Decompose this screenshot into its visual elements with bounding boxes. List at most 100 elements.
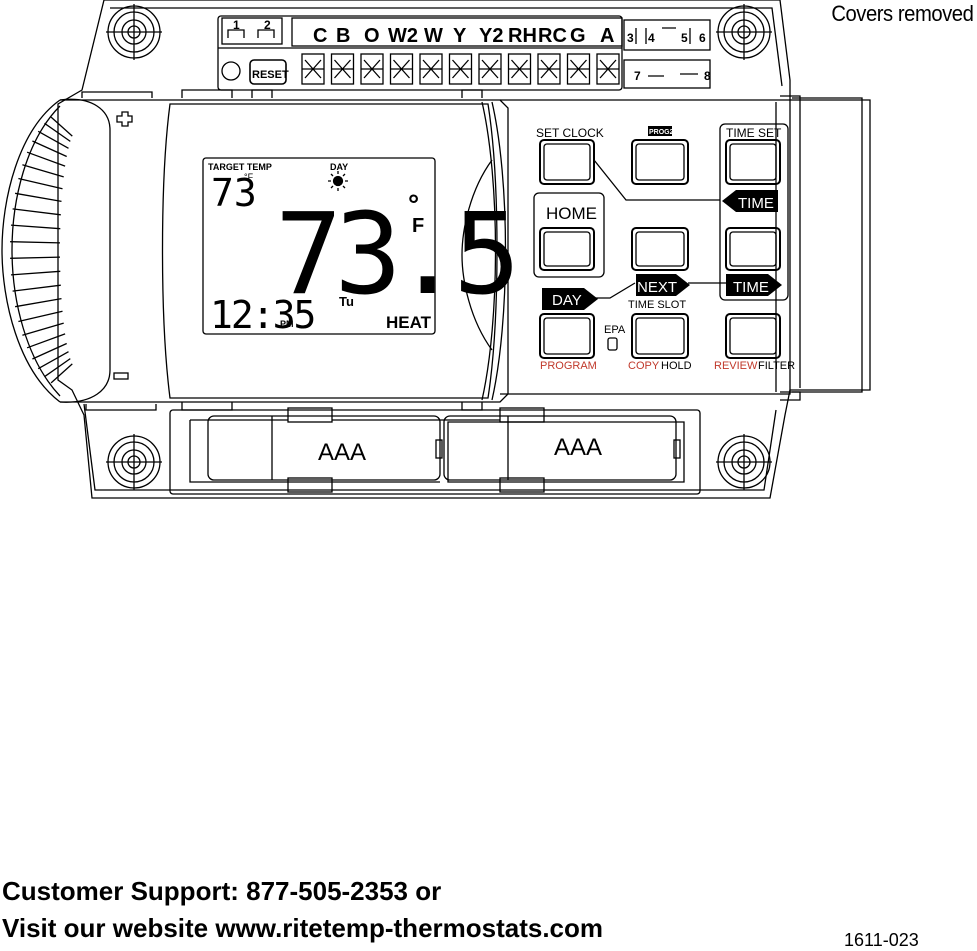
jumper-label: 6 — [699, 31, 706, 45]
terminal-label: W2 — [388, 25, 418, 47]
dial-rib — [44, 122, 71, 142]
reset-label: RESET — [252, 69, 289, 81]
plus-icon — [116, 111, 133, 127]
dial-rib — [18, 310, 63, 323]
mount-hole-bl — [106, 434, 162, 490]
time-forward-button[interactable] — [725, 227, 781, 271]
next-arrow — [636, 274, 690, 296]
screw-terminal — [448, 53, 473, 85]
battery-2 — [443, 415, 681, 481]
jumper-label: 1 — [233, 18, 240, 32]
lcd-bezel — [161, 103, 498, 399]
dial-rib — [37, 130, 69, 149]
target-temp-unit: °F — [244, 172, 254, 182]
current-temperature: 73.5 — [275, 190, 513, 320]
next-label: NEXT — [637, 279, 677, 296]
jumper-label: 5 — [681, 31, 688, 45]
dial-rib — [22, 164, 64, 178]
home-button[interactable] — [539, 227, 595, 271]
terminal-label: Y2 — [479, 25, 503, 47]
battery-1-label: AAA — [318, 439, 366, 466]
screw-terminal — [330, 53, 355, 85]
screw-terminal — [566, 53, 591, 85]
time-forward-arrow — [726, 274, 782, 296]
dial-rib — [22, 322, 64, 336]
terminal-label: B — [336, 25, 350, 47]
dial-rib — [26, 333, 66, 349]
battery-1 — [207, 415, 443, 481]
mount-hole-br — [716, 434, 772, 490]
time-slot-label: TIME SLOT — [628, 299, 686, 311]
terminal-label: G — [570, 25, 586, 47]
jumper-label: 7 — [634, 69, 641, 83]
lcd-screen — [202, 157, 436, 335]
covers-removed-note: Covers removed — [830, 1, 974, 26]
dial-rib — [18, 177, 63, 190]
minus-icon — [113, 372, 129, 380]
review-filter-button[interactable] — [725, 313, 781, 359]
set-clock-button[interactable] — [539, 139, 595, 185]
program-button[interactable] — [539, 313, 595, 359]
screw-terminal — [389, 53, 414, 85]
day-label-button: DAY — [552, 292, 582, 309]
customer-support-line: Customer Support: 877-505-2353 or — [2, 876, 442, 906]
prog2-button[interactable] — [631, 139, 689, 185]
system-mode: HEAT — [386, 313, 432, 332]
dial-rib — [32, 342, 67, 360]
terminal-label: W — [424, 25, 443, 47]
terminal-label: Y — [453, 25, 467, 47]
day-label: DAY — [330, 162, 348, 172]
home-frame — [533, 192, 605, 278]
mount-hole-tr — [716, 4, 772, 60]
terminal-block — [217, 15, 623, 91]
set-clock-label: SET CLOCK — [536, 126, 604, 140]
sun-icon — [328, 171, 348, 191]
target-temp-label: TARGET TEMP — [208, 162, 272, 172]
weekday: Tu — [339, 294, 354, 309]
next-button[interactable] — [631, 227, 689, 271]
screw-terminal — [419, 53, 443, 85]
home-label: HOME — [546, 204, 597, 223]
dial-ribs — [10, 116, 73, 384]
reset-button[interactable] — [249, 59, 287, 85]
epa-indicator — [607, 337, 618, 351]
screw-terminal — [360, 53, 384, 85]
review-label: REVIEW — [714, 360, 758, 372]
jumper-label: 2 — [264, 18, 271, 32]
button-panel — [500, 99, 791, 395]
jumper-label: 8 — [704, 69, 711, 83]
copy-label: COPY — [628, 360, 660, 372]
dial-rib — [12, 284, 61, 292]
dial-rib — [14, 297, 62, 308]
hold-label: HOLD — [661, 360, 692, 372]
time-back-label: TIME — [738, 195, 774, 212]
dial-rib — [37, 351, 69, 370]
epa-label: EPA — [604, 324, 626, 336]
dial-rib — [10, 256, 61, 259]
thermostat-housing — [60, 99, 509, 403]
prog2-label: PROG2 — [649, 129, 674, 136]
program-label: PROGRAM — [540, 360, 597, 372]
terminal-label: A — [600, 25, 614, 47]
dial-rib — [32, 140, 67, 158]
screw-terminal — [301, 53, 325, 85]
target-temp-value: 73 — [211, 171, 257, 215]
jumper-label: 4 — [648, 31, 655, 45]
current-temp-unit: F — [412, 215, 424, 237]
time-set-label: TIME SET — [726, 126, 782, 140]
dial-rib — [10, 270, 61, 276]
left-dial — [1, 99, 61, 403]
website-line: Visit our website www.ritetemp-thermosta… — [2, 913, 604, 943]
dial-rib — [10, 241, 61, 244]
jumper-label: 3 — [627, 31, 634, 45]
screw-terminal — [537, 53, 561, 85]
copy-hold-button[interactable] — [631, 313, 689, 359]
time-set-button[interactable] — [725, 139, 781, 185]
part-number: 1611-023 — [844, 930, 919, 950]
mount-hole-tl — [106, 4, 162, 60]
dial-rib — [44, 358, 71, 378]
screw-terminals — [301, 53, 620, 85]
screw-terminal — [596, 53, 620, 85]
filter-label: FILTER — [758, 360, 795, 372]
